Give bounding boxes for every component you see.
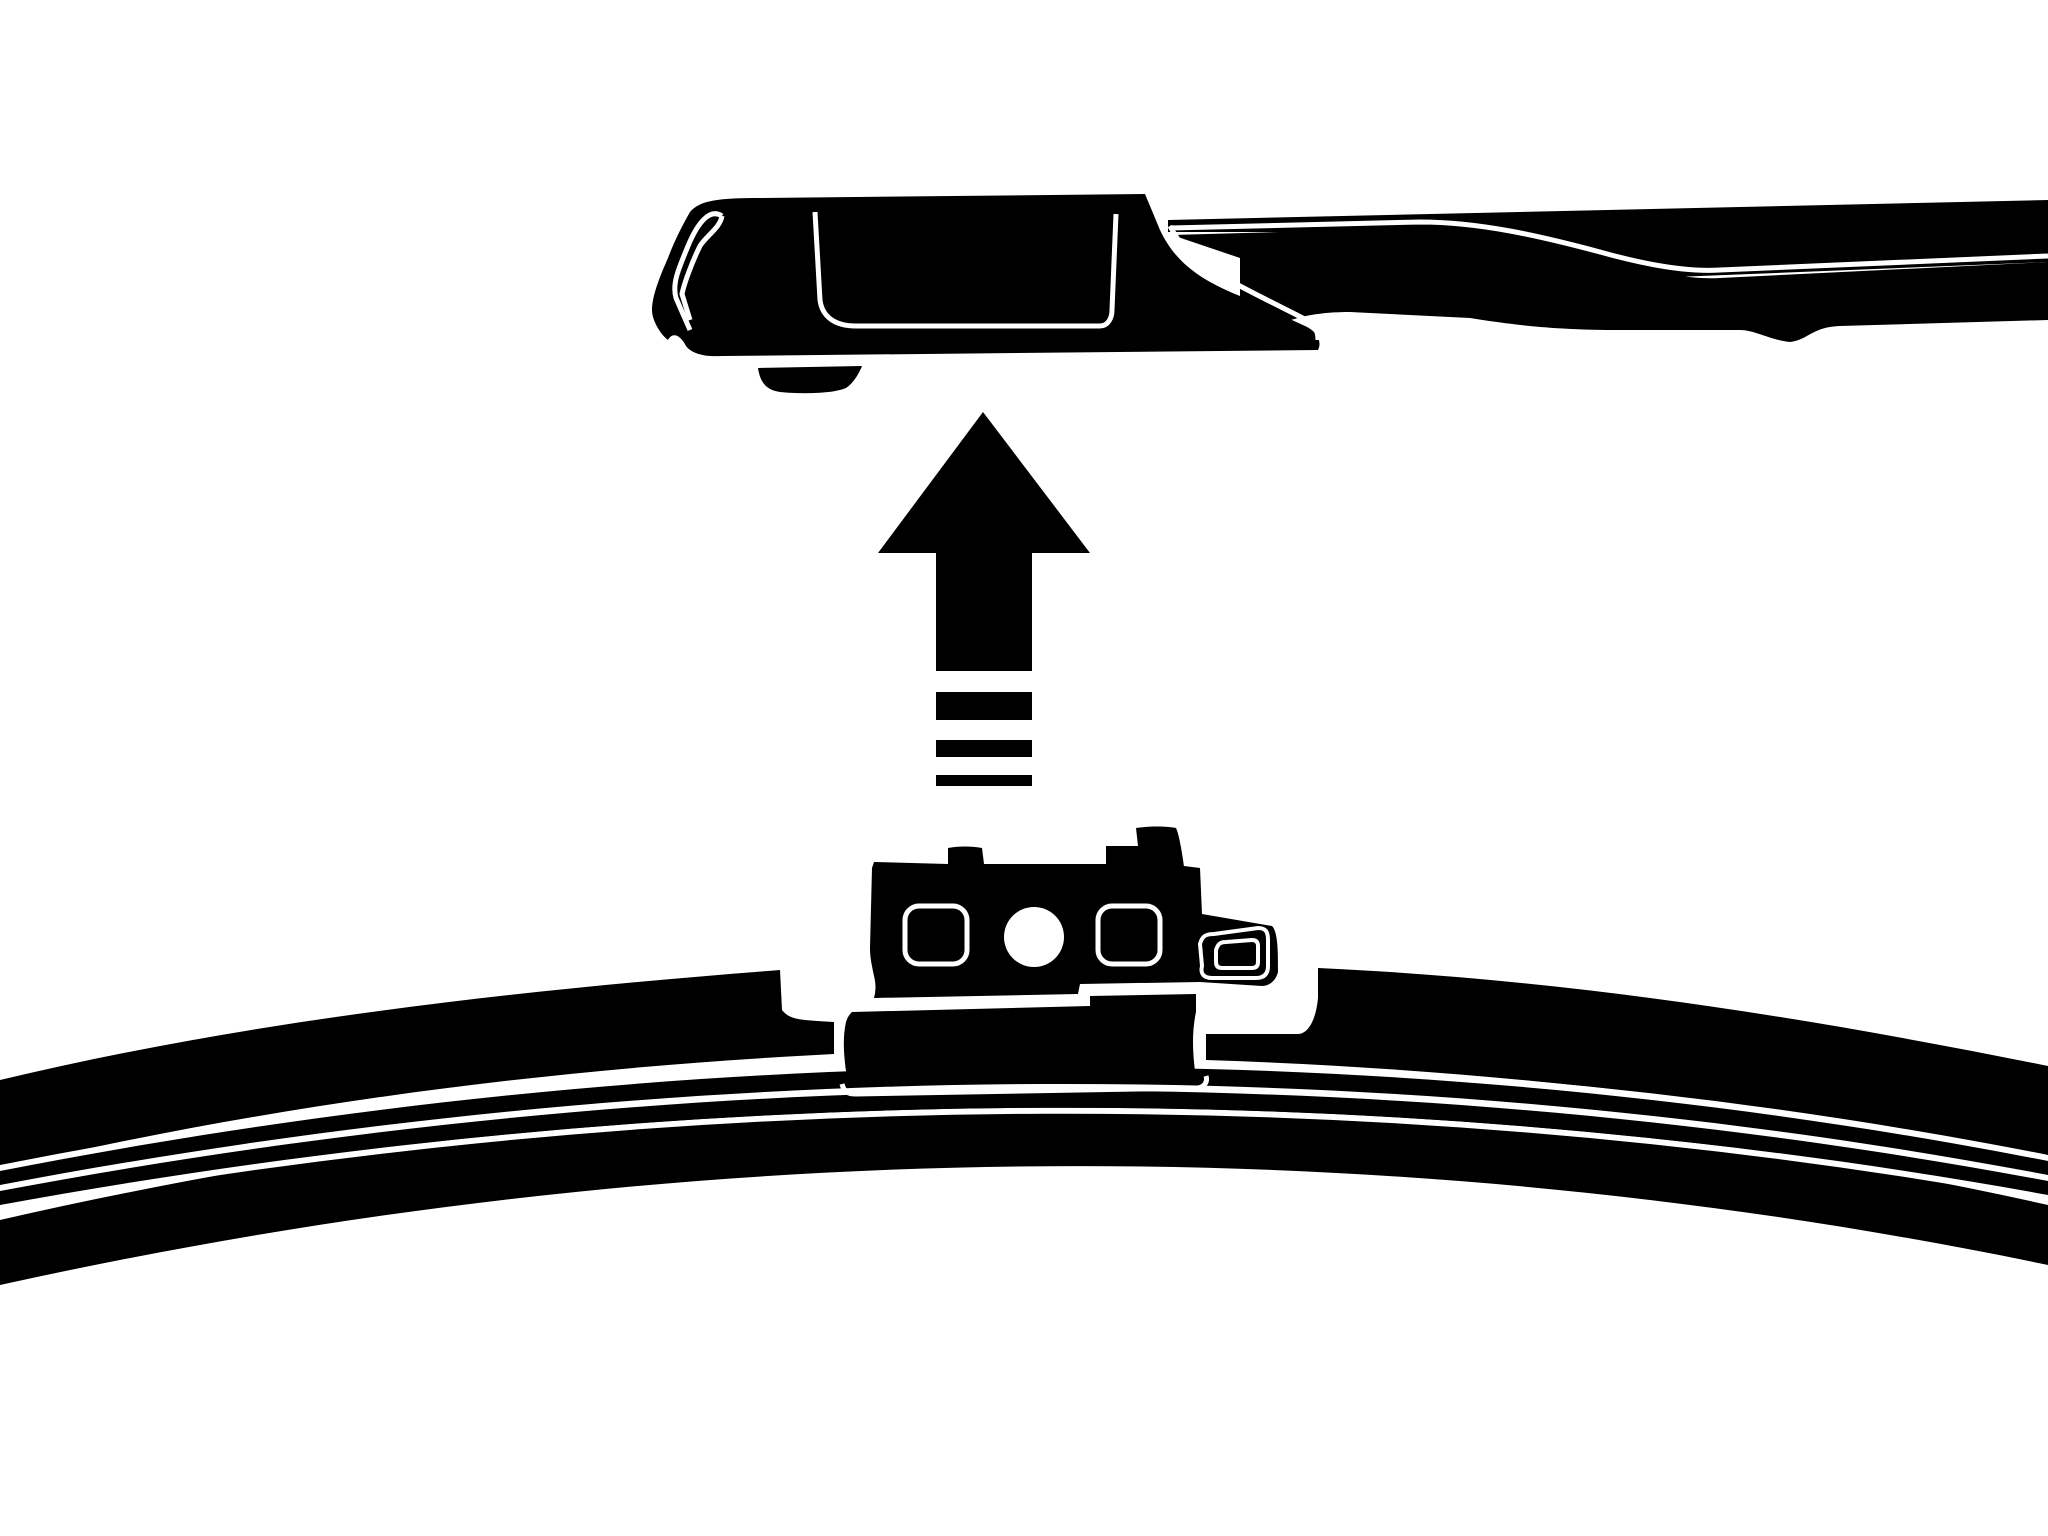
wiper-adapter-clip-icon — [839, 826, 1278, 1097]
adapter-latch-inner — [1214, 937, 1260, 970]
wiper-arm-claw-inner — [679, 215, 725, 321]
wiper-arm-lower-rail — [1172, 227, 2048, 342]
blade-rubber-band — [0, 1098, 2048, 1285]
wiper-arm-claw-outline — [672, 211, 724, 332]
wiper-arm-window-outline — [812, 211, 1119, 329]
blade-spoiler-band — [0, 970, 834, 1168]
adapter-body-outline — [871, 983, 1203, 1005]
blade-line-3 — [0, 1107, 2048, 1211]
arrow-head — [878, 412, 1090, 671]
adapter-body — [870, 826, 1278, 998]
arrow-dash-3 — [936, 775, 1032, 786]
wiper-arm-housing-edge — [1167, 224, 1321, 341]
wiper-arm-hook-tab — [758, 366, 862, 394]
blade-lower-band — [0, 1090, 2048, 1205]
arrow-dash-2 — [936, 740, 1032, 757]
up-arrow-icon — [878, 412, 1090, 786]
wiper-arm-hook-icon — [652, 194, 2048, 394]
blade-line-2 — [0, 1084, 2048, 1191]
blade-mid-band — [0, 1066, 2048, 1185]
adapter-latch-outline — [1197, 925, 1270, 980]
adapter-left-slot — [902, 903, 970, 967]
adapter-right-slot — [1095, 903, 1163, 967]
arrow-dash-1 — [936, 692, 1032, 720]
wiper-arm-highlight-line — [1169, 219, 2048, 273]
adapter-base — [843, 994, 1196, 1084]
wiper-arm-shaft — [1168, 200, 2048, 278]
blade-spoiler-band-right — [1206, 968, 2048, 1158]
adapter-base-outline — [839, 1075, 1209, 1097]
adapter-round-hole — [1004, 907, 1064, 967]
wiper-arm-hook-housing — [652, 194, 1320, 357]
